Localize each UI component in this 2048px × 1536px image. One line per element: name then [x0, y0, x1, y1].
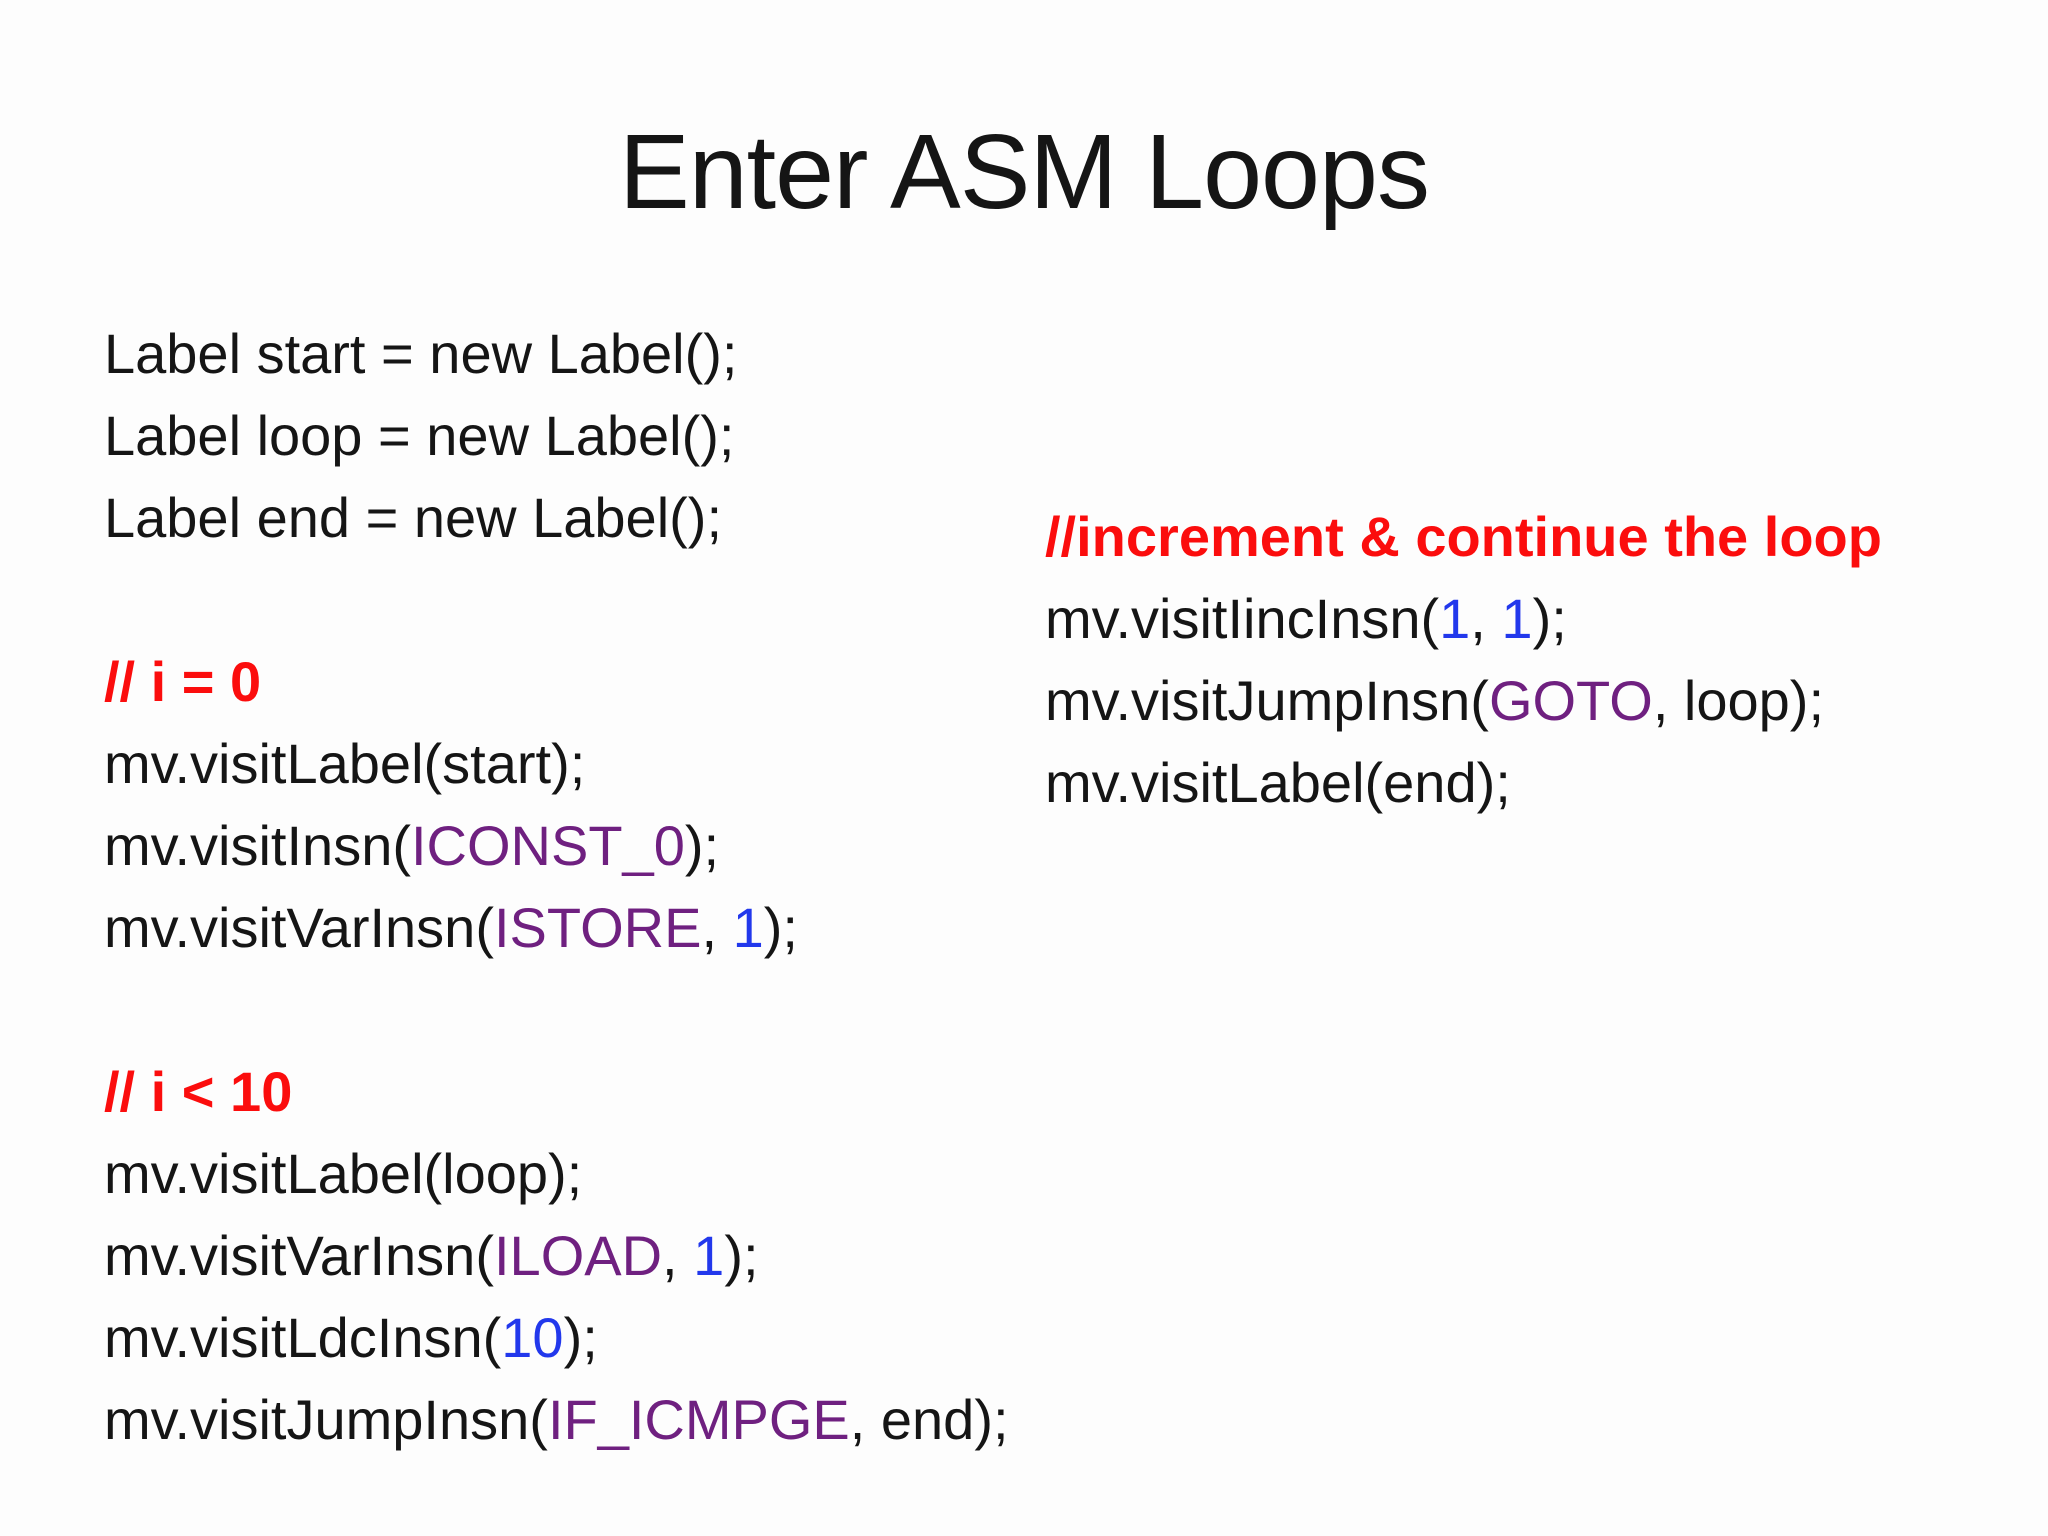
code-segment-text: ,: [1470, 587, 1502, 650]
code-line: mv.visitLabel(end);: [1045, 742, 1882, 824]
code-column-right: //increment & continue the loop mv.visitI…: [1045, 496, 1882, 824]
code-segment-number_blue: 1: [1439, 587, 1471, 650]
code-segment-text: ,: [701, 896, 733, 959]
code-segment-text: );: [1532, 587, 1567, 650]
code-segment-text: mv.visitIincInsn(: [1045, 587, 1440, 650]
code-segment-number_blue: 10: [501, 1306, 564, 1369]
code-line: // i = 0: [104, 641, 1009, 723]
code-line: Label end = new Label();: [104, 477, 1009, 559]
code-segment-text: );: [724, 1224, 759, 1287]
code-line: mv.visitVarInsn(ILOAD, 1);: [104, 1215, 1009, 1297]
code-segment-text: , loop);: [1652, 669, 1825, 732]
code-segment-comment_red: //increment & continue the loop: [1045, 505, 1882, 568]
code-line: mv.visitJumpInsn(IF_ICMPGE, end);: [104, 1379, 1009, 1461]
code-segment-number_blue: 1: [1501, 587, 1533, 650]
code-line: // i < 10: [104, 1051, 1009, 1133]
code-segment-text: ,: [662, 1224, 694, 1287]
code-segment-text: mv.visitLabel(loop);: [104, 1142, 583, 1205]
code-segment-opcode_purple: GOTO: [1488, 669, 1653, 732]
code-blank-line: [104, 969, 1009, 1051]
code-segment-opcode_purple: IF_ICMPGE: [547, 1388, 850, 1451]
slide-title: Enter ASM Loops: [619, 113, 1430, 231]
code-segment-text: mv.visitLdcInsn(: [104, 1306, 502, 1369]
code-segment-number_blue: 1: [693, 1224, 725, 1287]
code-segment-text: mv.visitVarInsn(: [104, 1224, 494, 1287]
code-line: Label loop = new Label();: [104, 395, 1009, 477]
code-segment-text: Label loop = new Label();: [104, 404, 735, 467]
code-segment-text: mv.visitLabel(end);: [1045, 751, 1511, 814]
code-segment-opcode_purple: ICONST_0: [411, 814, 685, 877]
code-segment-text: mv.visitJumpInsn(: [1045, 669, 1489, 732]
code-line: mv.visitInsn(ICONST_0);: [104, 805, 1009, 887]
code-segment-text: Label end = new Label();: [104, 486, 722, 549]
code-segment-opcode_purple: ISTORE: [493, 896, 702, 959]
code-segment-comment_red: // i < 10: [104, 1060, 293, 1123]
code-segment-text: mv.visitInsn(: [104, 814, 411, 877]
code-line: mv.visitLabel(loop);: [104, 1133, 1009, 1215]
code-segment-text: mv.visitVarInsn(: [104, 896, 494, 959]
code-line: mv.visitIincInsn(1, 1);: [1045, 578, 1882, 660]
code-segment-text: mv.visitJumpInsn(: [104, 1388, 548, 1451]
code-line: mv.visitLabel(start);: [104, 723, 1009, 805]
code-line: mv.visitJumpInsn(GOTO, loop);: [1045, 660, 1882, 742]
code-line: Label start = new Label();: [104, 313, 1009, 395]
code-segment-comment_red: // i = 0: [104, 650, 262, 713]
code-segment-number_blue: 1: [732, 896, 764, 959]
code-segment-text: , end);: [849, 1388, 1009, 1451]
code-segment-text: Label start = new Label();: [104, 322, 738, 385]
code-segment-text: );: [563, 1306, 598, 1369]
code-segment-text: );: [684, 814, 720, 877]
code-blank-line: [104, 559, 1009, 641]
code-segment-opcode_purple: ILOAD: [493, 1224, 663, 1287]
code-line: mv.visitVarInsn(ISTORE, 1);: [104, 887, 1009, 969]
code-segment-text: mv.visitLabel(start);: [104, 732, 586, 795]
code-segment-text: );: [763, 896, 798, 959]
code-column-left: Label start = new Label(); Label loop = n…: [104, 313, 1009, 1461]
code-line: mv.visitLdcInsn(10);: [104, 1297, 1009, 1379]
code-line: //increment & continue the loop: [1045, 496, 1882, 578]
